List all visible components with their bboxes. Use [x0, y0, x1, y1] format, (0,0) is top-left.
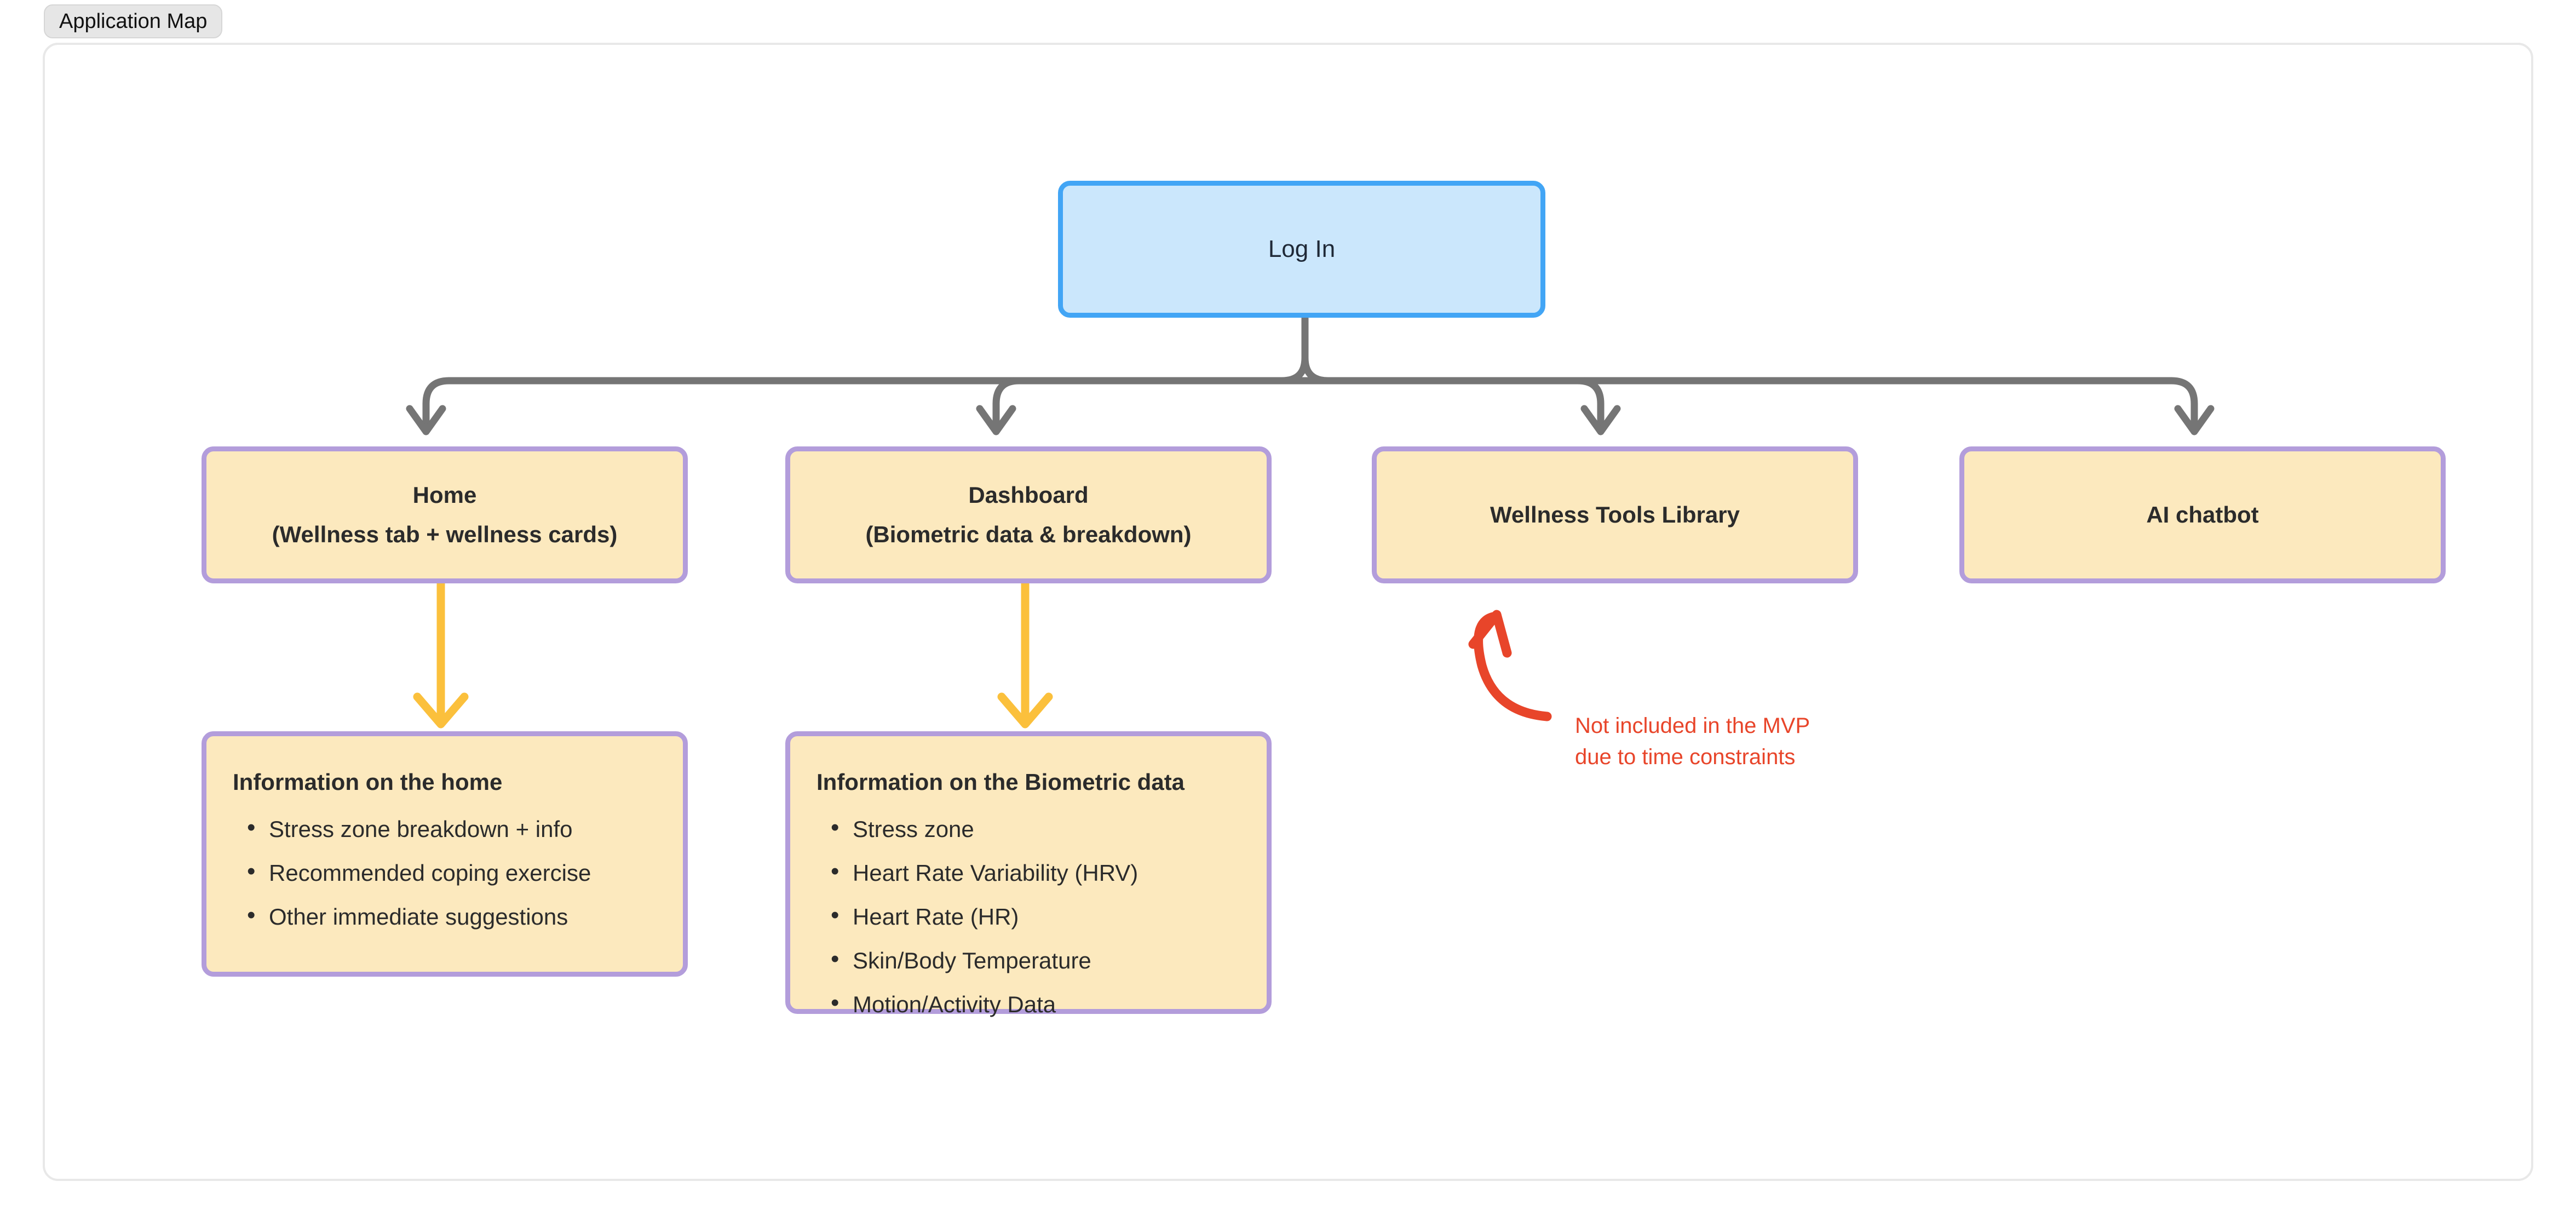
- detail-biometric-title: Information on the Biometric data: [817, 769, 1185, 795]
- list-item: Motion/Activity Data: [817, 991, 1240, 1016]
- detail-biometric-list: Stress zone Heart Rate Variability (HRV)…: [817, 816, 1240, 1016]
- detail-box-biometric: Information on the Biometric data Stress…: [785, 731, 1272, 1016]
- node-wellness-tools-library-label: Wellness Tools Library: [1490, 501, 1740, 528]
- detail-home-title: Information on the home: [233, 769, 503, 795]
- annotation-line-2: due to time constraints: [1575, 744, 1796, 769]
- tab-application-map[interactable]: Application Map: [44, 4, 223, 38]
- list-item: Heart Rate Variability (HRV): [817, 859, 1240, 885]
- annotation-line-1: Not included in the MVP: [1575, 714, 1810, 738]
- node-wellness-tools-library[interactable]: Wellness Tools Library: [1372, 446, 1858, 583]
- list-item: Recommended coping exercise: [233, 859, 657, 885]
- detail-box-home: Information on the home Stress zone brea…: [202, 731, 688, 977]
- node-home-line1: Home: [412, 481, 477, 508]
- node-home-line2: (Wellness tab + wellness cards): [272, 521, 618, 547]
- list-item: Stress zone breakdown + info: [233, 816, 657, 841]
- node-dashboard[interactable]: Dashboard (Biometric data & breakdown): [785, 446, 1272, 583]
- node-ai-chatbot-label: AI chatbot: [2146, 501, 2259, 528]
- node-dashboard-line2: (Biometric data & breakdown): [865, 521, 1192, 547]
- tab-label: Application Map: [59, 9, 208, 33]
- list-item: Other immediate suggestions: [233, 903, 657, 928]
- node-dashboard-line1: Dashboard: [968, 481, 1089, 508]
- list-item: Stress zone: [817, 816, 1240, 841]
- node-home[interactable]: Home (Wellness tab + wellness cards): [202, 446, 688, 583]
- list-item: Skin/Body Temperature: [817, 947, 1240, 972]
- node-ai-chatbot[interactable]: AI chatbot: [1959, 446, 2446, 583]
- detail-home-list: Stress zone breakdown + info Recommended…: [233, 816, 657, 928]
- node-log-in-label: Log In: [1268, 236, 1336, 262]
- list-item: Heart Rate (HR): [817, 903, 1240, 928]
- annotation-mvp-note: Not included in the MVP due to time cons…: [1575, 710, 1810, 773]
- node-log-in[interactable]: Log In: [1058, 181, 1545, 318]
